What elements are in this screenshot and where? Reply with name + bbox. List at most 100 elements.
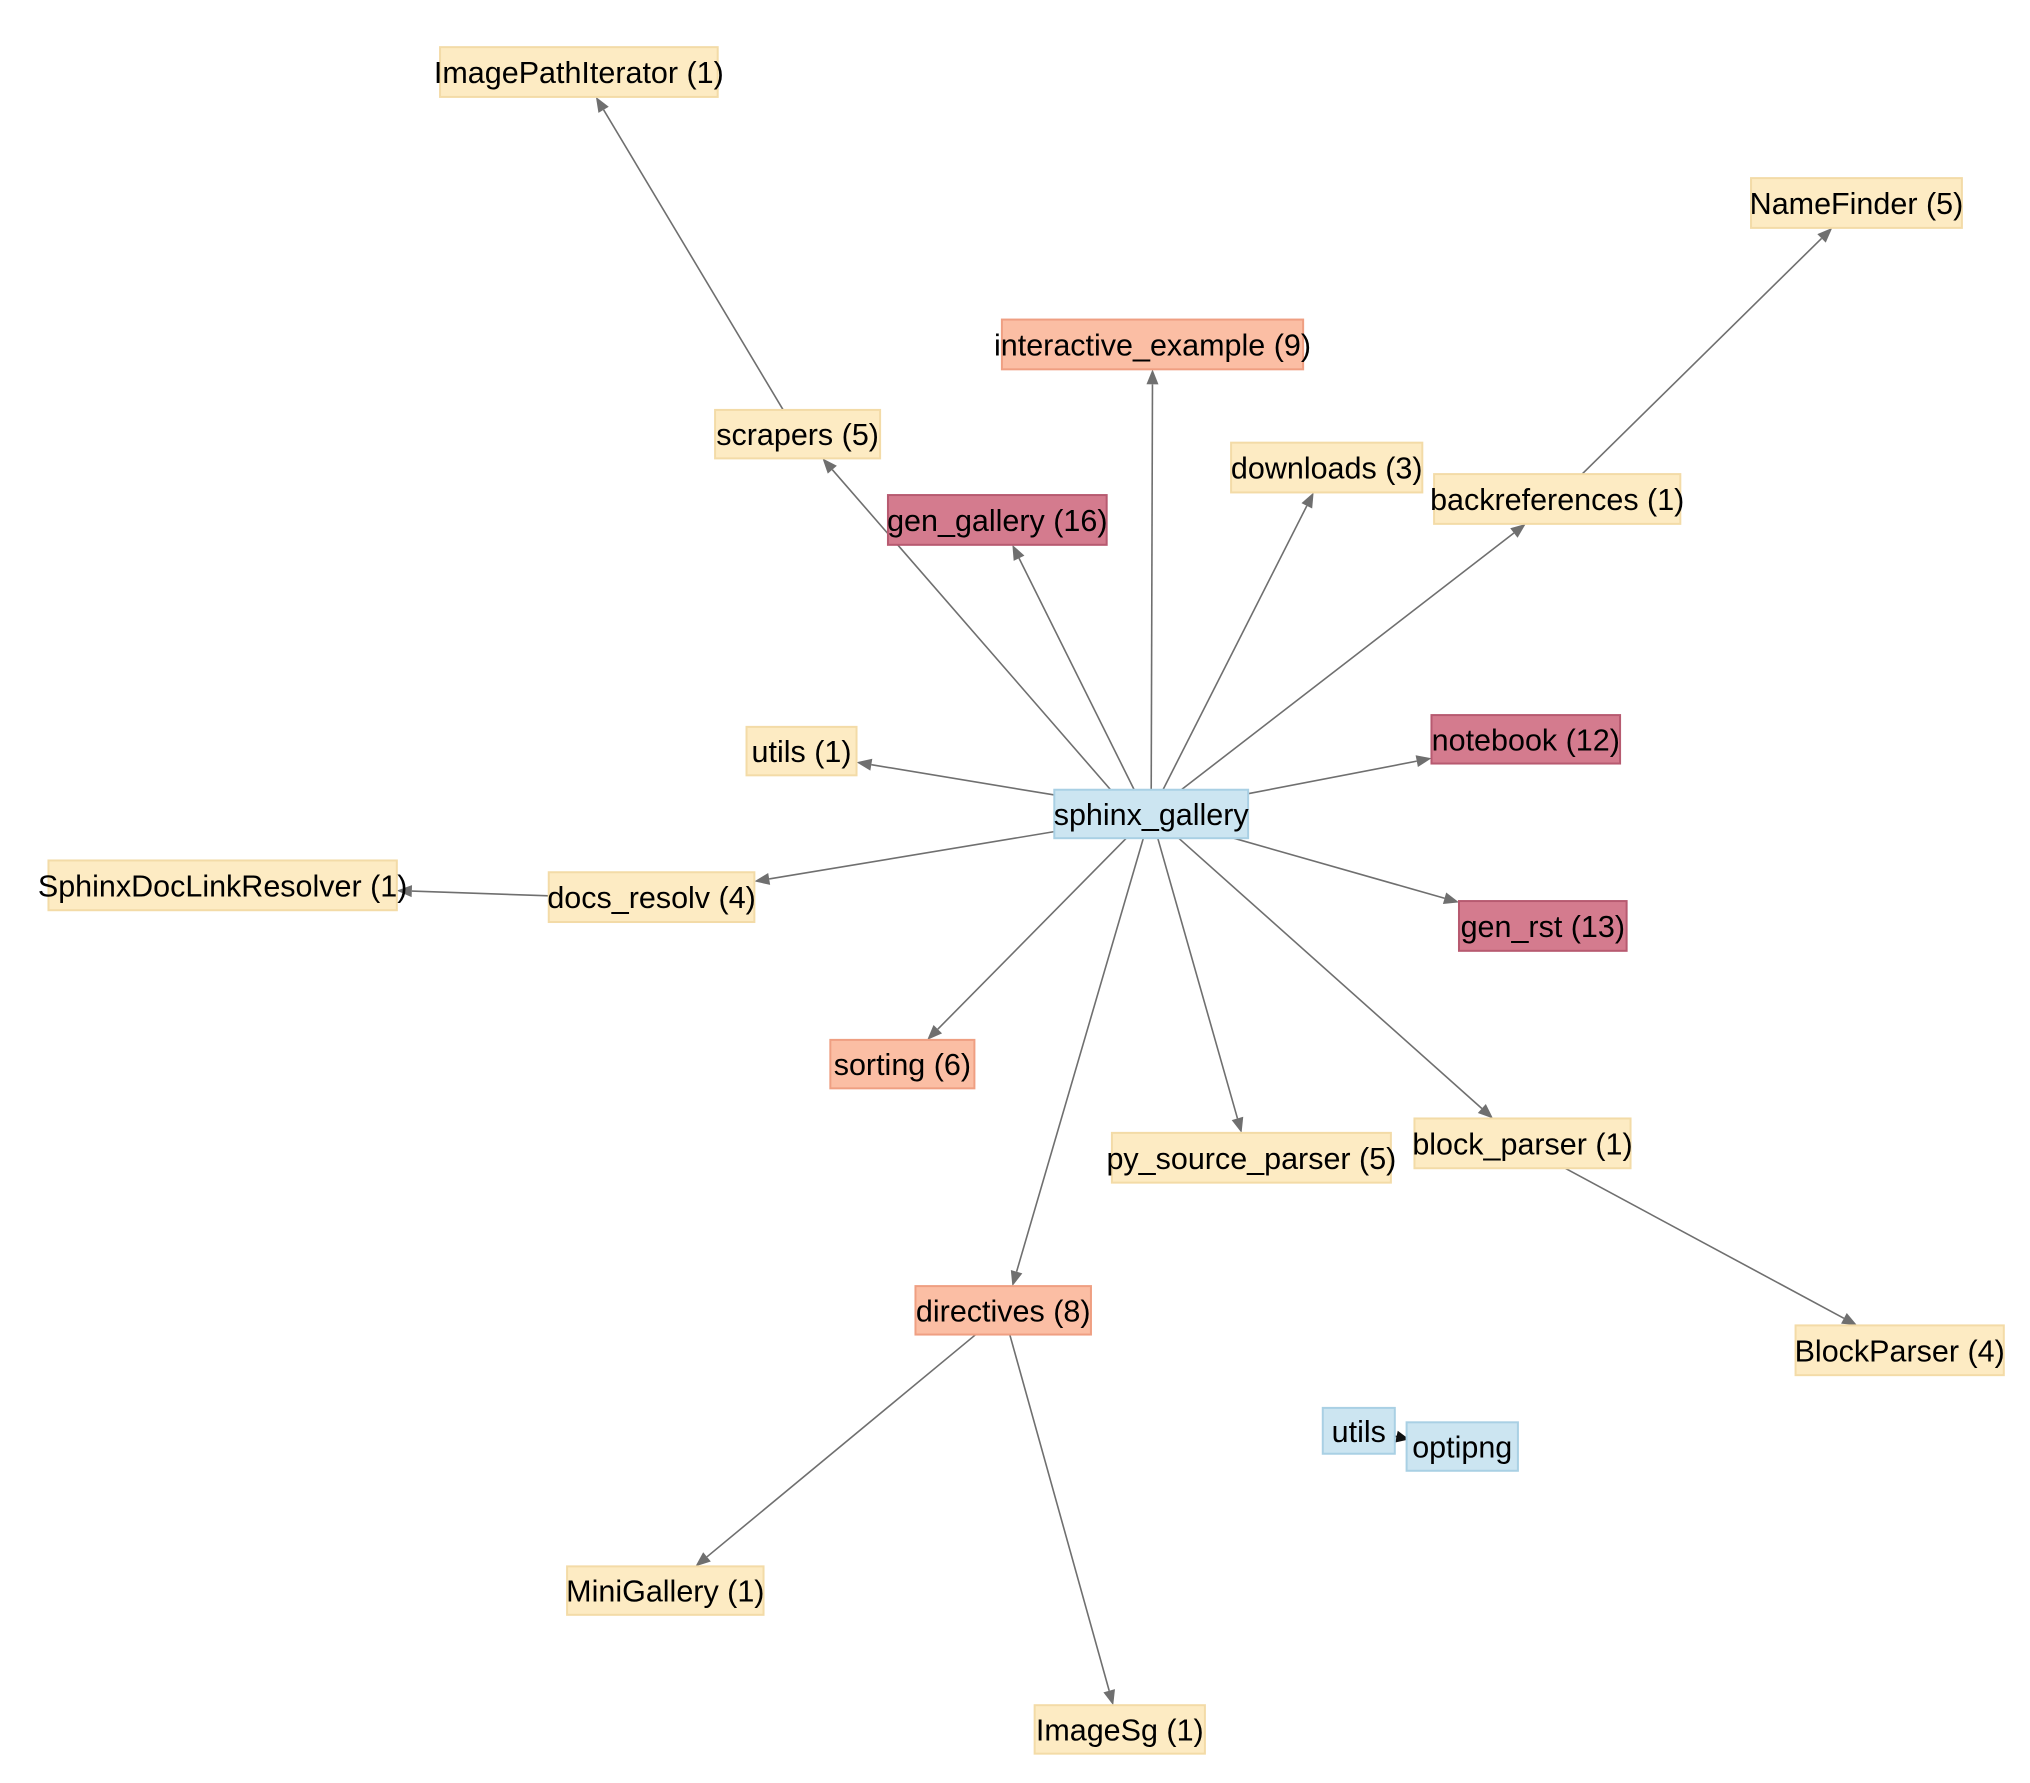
node-sphinx-doc-link-resolver: SphinxDocLinkResolver (1) — [38, 859, 407, 912]
edge-sphinx_gallery-to-notebook — [1247, 755, 1432, 795]
edge-sphinx_gallery-to-gen_rst — [1233, 837, 1459, 905]
edge-line — [871, 763, 1055, 796]
node-label: utils — [1332, 1415, 1386, 1449]
edge-line — [1178, 837, 1483, 1110]
edge-sphinx_gallery-to-backreferences — [1180, 523, 1526, 791]
node-label: BlockParser (4) — [1795, 1334, 2005, 1368]
edge-sphinx_gallery-to-scrapers — [822, 458, 1112, 791]
arrowhead-icon — [822, 458, 837, 474]
edge-line — [1564, 1167, 1845, 1319]
node-image-path-iterator: ImagePathIterator (1) — [434, 46, 724, 98]
arrowhead-icon — [695, 1552, 711, 1567]
nodes-layer: sphinx_gallery ImagePathIterator (1) NameF… — [38, 46, 2005, 1755]
arrowhead-icon — [1817, 227, 1833, 243]
node-mini-gallery: MiniGallery (1) — [566, 1565, 765, 1616]
node-label: backreferences (1) — [1430, 483, 1684, 517]
arrowhead-icon — [1010, 1270, 1023, 1287]
node-box — [886, 494, 1108, 546]
node-box — [914, 1285, 1092, 1336]
edge-scrapers-to-image_path_iterator — [595, 96, 784, 411]
edge-line — [1162, 505, 1308, 791]
node-label: notebook (12) — [1432, 723, 1620, 757]
edge-directives-to-mini_gallery — [695, 1333, 977, 1567]
edge-sphinx_gallery-to-gen_gallery — [1012, 544, 1135, 791]
edge-line — [602, 109, 784, 411]
node-docs-resolv: docs_resolv (4) — [547, 871, 756, 924]
edges-layer — [396, 96, 1858, 1706]
node-notebook: notebook (12) — [1430, 714, 1622, 765]
edge-line — [1150, 384, 1154, 790]
node-box — [1033, 1704, 1206, 1755]
edge-sphinx_gallery-to-sorting — [927, 837, 1127, 1040]
edge-sphinx_gallery-to-docs_resolv — [754, 830, 1055, 885]
edge-line — [1008, 1334, 1110, 1691]
node-name-finder: NameFinder (5) — [1750, 177, 1964, 229]
edge-sphinx_gallery-to-block_parser — [1178, 837, 1494, 1119]
node-box — [547, 871, 756, 924]
edge-line — [1247, 760, 1417, 795]
edge-sphinx_gallery-to-utils_1 — [856, 758, 1055, 796]
node-box — [1750, 177, 1963, 229]
node-block-parser-class: BlockParser (4) — [1794, 1324, 2005, 1377]
node-box — [829, 1038, 976, 1090]
node-interactive-example: interactive_example (9) — [994, 318, 1311, 371]
edge-line — [1581, 237, 1823, 475]
node-label: block_parser (1) — [1412, 1127, 1632, 1161]
node-label: sorting (6) — [834, 1048, 971, 1082]
node-backreferences: backreferences (1) — [1430, 473, 1684, 525]
node-box — [439, 46, 719, 98]
node-box — [1000, 318, 1305, 371]
node-box — [1433, 473, 1682, 525]
node-gen-gallery: gen_gallery (16) — [886, 494, 1108, 546]
node-label: ImagePathIterator (1) — [434, 56, 724, 90]
arrowhead-icon — [754, 873, 771, 885]
node-label: py_source_parser (5) — [1106, 1142, 1396, 1176]
node-label: optipng — [1412, 1431, 1512, 1465]
node-box — [714, 408, 882, 460]
node-box — [1430, 714, 1622, 765]
node-gen-rst: gen_rst (13) — [1457, 900, 1628, 952]
edge-line — [831, 469, 1112, 791]
node-box — [1413, 1117, 1632, 1170]
node-py-source-parser: py_source_parser (5) — [1106, 1131, 1396, 1184]
node-box — [745, 725, 858, 777]
arrowhead-icon — [927, 1024, 943, 1040]
node-label: interactive_example (9) — [994, 328, 1311, 362]
arrowhead-icon — [1841, 1313, 1858, 1326]
arrowhead-icon — [1301, 492, 1314, 509]
edge-line — [1015, 837, 1145, 1272]
node-label: sphinx_gallery — [1054, 798, 1250, 832]
arrowhead-icon — [1510, 523, 1526, 538]
edge-line — [937, 837, 1127, 1030]
node-box — [566, 1565, 765, 1616]
arrowhead-icon — [856, 758, 873, 771]
node-label: gen_gallery (16) — [887, 504, 1107, 538]
node-box — [1321, 1406, 1396, 1455]
node-label: NameFinder (5) — [1750, 187, 1964, 221]
edge-block_parser-to-block_parser_class — [1564, 1167, 1858, 1326]
edge-line — [1156, 837, 1239, 1119]
node-downloads: downloads (3) — [1230, 441, 1424, 494]
node-image-sg: ImageSg (1) — [1033, 1704, 1206, 1755]
arrowhead-icon — [1146, 369, 1159, 385]
node-sphinx-gallery: sphinx_gallery — [1053, 788, 1250, 840]
edge-line — [411, 890, 549, 897]
node-optipng: optipng — [1405, 1421, 1519, 1472]
node-box — [1405, 1421, 1519, 1472]
edge-line — [1233, 837, 1445, 900]
arrowhead-icon — [1012, 544, 1025, 561]
node-box — [1457, 900, 1628, 952]
edge-backreferences-to-name_finder — [1581, 227, 1833, 475]
node-label: utils (1) — [752, 735, 852, 769]
node-block-parser: block_parser (1) — [1412, 1117, 1633, 1170]
edge-sphinx_gallery-to-downloads — [1162, 492, 1314, 791]
edge-sphinx_gallery-to-directives — [1010, 837, 1145, 1287]
node-label: gen_rst (13) — [1461, 910, 1625, 944]
arrowhead-icon — [1415, 755, 1432, 768]
node-label: directives (8) — [916, 1294, 1091, 1328]
arrowhead-icon — [1103, 1689, 1115, 1706]
edge-docs_resolv-to-sphinx_doc_link_resolver — [396, 885, 549, 898]
node-label: docs_resolv (4) — [547, 881, 756, 915]
node-scrapers: scrapers (5) — [714, 408, 882, 460]
